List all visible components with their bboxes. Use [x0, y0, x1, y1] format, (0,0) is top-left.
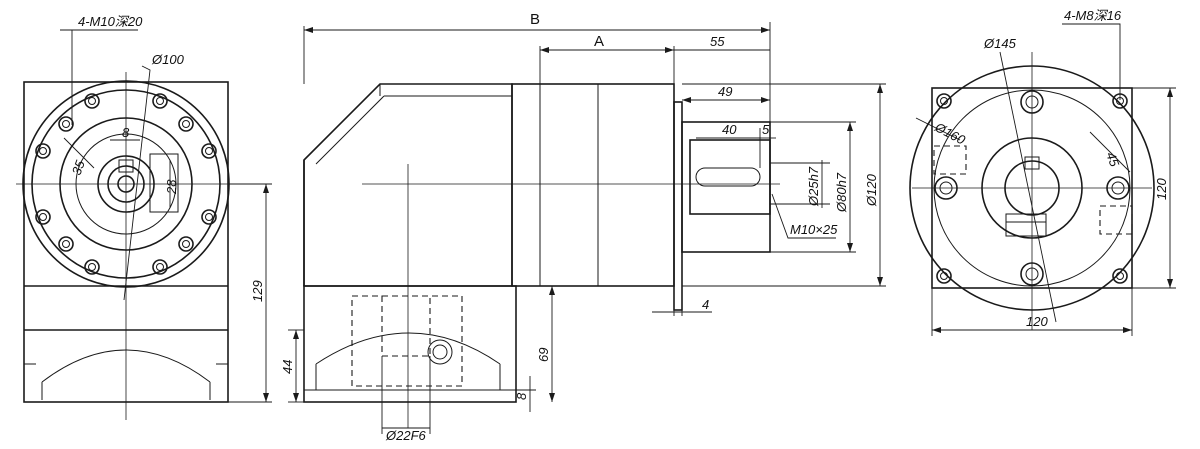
- side-hidden-bore-inner: [381, 295, 431, 357]
- side-flange-plate: [673, 101, 683, 311]
- side-pilot: [681, 121, 771, 253]
- side-label-49: 49: [718, 84, 732, 99]
- front-pcd-label: Ø100: [151, 52, 185, 67]
- side-label-44: 44: [280, 360, 295, 374]
- flange-od-leader: [915, 117, 961, 141]
- side-label-40: 40: [722, 122, 737, 137]
- side-dim-49-arrows: [682, 97, 770, 103]
- side-drain-plug-inner: [432, 344, 448, 360]
- side-dim-44-arrows: [293, 330, 299, 402]
- side-label-pilot: Ø80h7: [834, 172, 849, 213]
- flange-height-label: 120: [1154, 178, 1169, 200]
- side-label-bore: Ø22F6: [385, 428, 427, 443]
- side-label-shaft: Ø25h7: [806, 166, 821, 207]
- flange-key-block: [1005, 213, 1047, 237]
- side-tap-leader: [771, 193, 836, 239]
- front-view: 4-M10深20 Ø100 8 35 28 129: [16, 14, 272, 420]
- side-label-4: 4: [702, 297, 709, 312]
- flange-od-label: Ø160: [932, 119, 969, 148]
- side-base-outline: [303, 285, 517, 403]
- front-pcd-leader: [123, 65, 151, 301]
- side-label-69: 69: [536, 348, 551, 362]
- front-height-label: 129: [250, 280, 265, 302]
- front-key-slot: [149, 153, 179, 213]
- front-bolt-leader: [71, 29, 96, 125]
- side-label-tap: M10×25: [790, 222, 838, 237]
- flange-angle-leader: [1089, 131, 1131, 173]
- flange-pcd-label: Ø145: [983, 36, 1017, 51]
- side-shaft: [689, 139, 771, 215]
- side-chamfer-inner: [315, 95, 385, 165]
- flange-bolt-leader: [1062, 23, 1121, 100]
- side-label-A: A: [594, 33, 604, 50]
- side-base-arch: [315, 332, 501, 365]
- side-label-5: 5: [762, 122, 770, 137]
- front-key-depth-label: 28: [164, 179, 179, 195]
- front-bolt-holes: [35, 93, 217, 275]
- flange-angle-label: 45: [1103, 150, 1122, 169]
- side-drain-plug: [427, 339, 453, 365]
- side-key: [695, 167, 761, 187]
- side-label-flange: Ø120: [864, 173, 879, 207]
- front-bolt-label: 4-M10深20: [78, 14, 143, 29]
- front-key-label: 8: [122, 125, 130, 140]
- side-tube-outline: [511, 83, 675, 287]
- side-label-55: 55: [710, 34, 725, 49]
- flange-hidden-right: [1099, 205, 1133, 235]
- flange-pcd-leader: [999, 51, 1057, 323]
- front-angle-label: 35: [69, 158, 88, 177]
- side-label-B: B: [530, 11, 540, 28]
- flange-view: 4-M8深16 Ø145 Ø160 45 120 120: [909, 8, 1176, 336]
- side-view: B A 55 49 40 5 Ø25h7 Ø80h7 Ø120 M10×25 4…: [280, 11, 886, 443]
- side-label-8: 8: [514, 392, 529, 400]
- flange-hidden-left: [933, 145, 967, 175]
- flange-bolt-label: 4-M8深16: [1064, 8, 1122, 23]
- front-angle-leader: [63, 137, 95, 169]
- flange-width-label: 120: [1026, 314, 1048, 329]
